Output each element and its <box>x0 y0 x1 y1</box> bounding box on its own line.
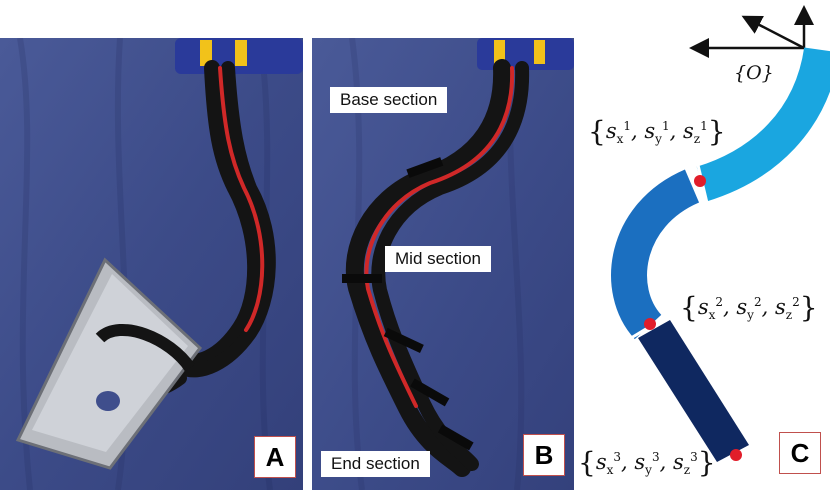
section-3-frame-label: {sx3, sy3, sz3} <box>578 446 716 479</box>
label-mid-section: Mid section <box>385 246 491 272</box>
photo-a-illustration <box>0 38 303 490</box>
panel-a-tag: A <box>254 436 296 478</box>
label-base-section: Base section <box>330 87 448 113</box>
panel-c-schematic: {O} {sx1, sy1, sz1} {sx2, sy2, sz2} {sx3… <box>574 0 830 496</box>
base-frame-axes <box>689 5 814 58</box>
plate-hole <box>96 391 120 411</box>
base-section-shape <box>696 46 830 202</box>
section-2-frame-label: {sx2, sy2, sz2} <box>680 291 818 324</box>
frame-3-marker <box>730 449 742 461</box>
panel-b-tag: B <box>523 434 565 476</box>
section-1-frame-label: {sx1, sy1, sz1} <box>588 115 726 148</box>
end-section-shape <box>638 320 749 462</box>
clamp-left <box>494 40 505 64</box>
frame-1-marker <box>694 175 706 187</box>
mid-section-shape <box>611 169 700 340</box>
panel-b-photo: Base section Mid section End section B <box>312 38 574 490</box>
panel-a-photo: A <box>0 38 303 490</box>
label-end-section: End section <box>321 451 430 477</box>
clamp-right <box>235 40 247 66</box>
schematic-diagram <box>611 5 830 462</box>
frame-2-marker <box>644 318 656 330</box>
clamp-left <box>200 40 212 66</box>
clamp-right <box>534 40 545 64</box>
panel-c-tag: C <box>779 432 821 474</box>
base-frame-label: {O} <box>734 62 774 84</box>
